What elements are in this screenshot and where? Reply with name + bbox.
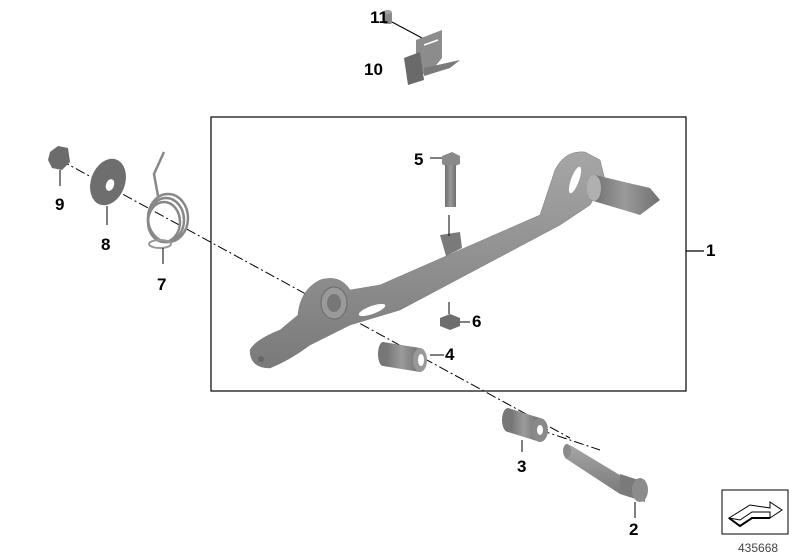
assembly-frame [210,116,687,392]
callout-8: 8 [101,235,111,254]
callout-2: 2 [629,520,639,539]
bushing-part-4 [378,342,444,372]
bracket-part-10 [404,30,460,85]
cap-nut-part-9 [48,146,70,186]
callout-5: 5 [414,150,424,169]
diagram-number: 435668 [738,541,779,555]
callout-9: 9 [55,195,65,214]
spacer-part-3 [502,408,548,452]
hex-bolt-part-5 [430,152,460,207]
callout-1: 1 [706,241,716,260]
callout-6: 6 [472,312,482,331]
callout-7: 7 [157,275,167,294]
cap-screw-part-2 [563,444,648,518]
torsion-spring-part-7 [146,151,190,264]
callout-11: 11 [370,8,388,27]
shift-lever-part-1 [249,151,660,369]
hex-nut-part-6 [440,302,470,330]
screw-part-11 [383,10,423,39]
washer-part-8 [90,158,126,225]
callout-10: 10 [364,60,383,79]
callout-3: 3 [517,457,527,476]
orientation-arrow-icon [721,489,789,535]
callout-4: 4 [445,345,455,364]
